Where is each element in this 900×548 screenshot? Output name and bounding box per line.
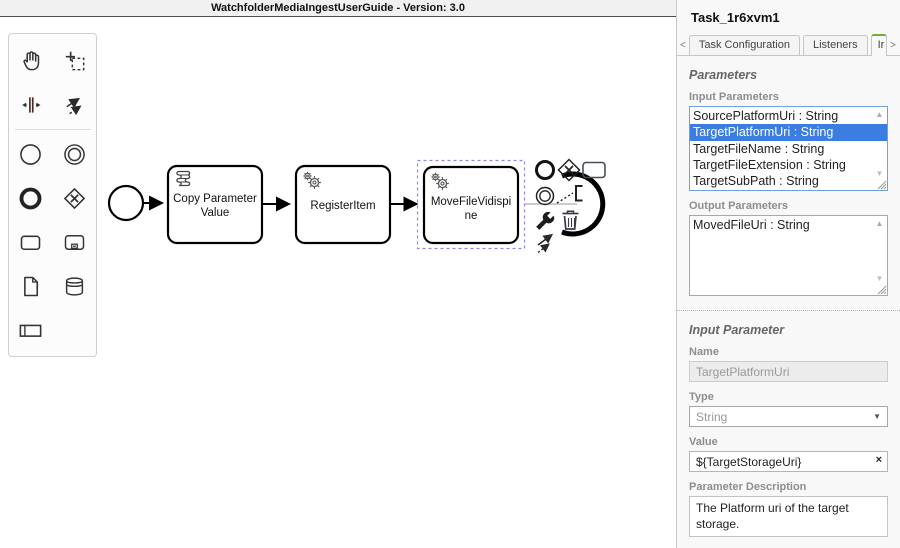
task-icon — [20, 235, 41, 250]
delete-trash-icon[interactable] — [562, 210, 579, 230]
list-item[interactable]: MovedFileUri : String — [693, 218, 810, 232]
hand-tool-icon — [22, 51, 39, 71]
scrollbar[interactable]: ▲ ▼ — [872, 216, 887, 295]
palette-hand-tool[interactable] — [9, 39, 53, 83]
subprocess-icon — [64, 234, 85, 250]
tab-task-configuration[interactable]: Task Configuration — [688, 35, 800, 55]
list-item[interactable]: TargetFileExtension : String — [693, 157, 846, 172]
selection-outline — [416, 159, 526, 250]
space-tool-icon — [21, 97, 40, 113]
global-connect-tool-icon — [65, 97, 82, 116]
task-label: MoveFileVidispi — [431, 196, 511, 208]
start-event[interactable] — [107, 184, 145, 222]
palette-create-data-store[interactable] — [53, 264, 97, 308]
list-item[interactable]: TargetSubPath : String — [693, 174, 819, 189]
section-divider — [677, 310, 900, 311]
palette-create-task[interactable] — [9, 220, 53, 264]
element-id-title: Task_1r6xvm1 — [691, 10, 780, 25]
scroll-up-icon[interactable]: ▲ — [875, 110, 884, 119]
parameters-heading: Parameters — [689, 68, 758, 82]
tab-scroll-left-icon[interactable]: < — [680, 40, 686, 51]
dropdown-caret-icon: ▼ — [873, 412, 881, 421]
tab-bar: < Task Configuration Listeners Ir > — [677, 32, 900, 56]
parameter-description-label: Parameter Description — [689, 481, 807, 493]
diagram-title: WatchfolderMediaIngestUserGuide - Versio… — [0, 0, 676, 17]
type-label: Type — [689, 391, 714, 403]
input-parameters-list[interactable]: SourcePlatformUri : String TargetPlatfor… — [689, 106, 888, 191]
append-text-annotation-icon[interactable] — [556, 185, 583, 204]
palette-create-end-event[interactable] — [9, 176, 53, 220]
input-parameter-heading: Input Parameter — [689, 323, 785, 337]
scroll-down-icon[interactable]: ▼ — [875, 169, 884, 178]
palette-create-intermediate-event[interactable] — [53, 132, 97, 176]
looping-sequence-flow[interactable] — [561, 171, 606, 237]
clear-value-icon[interactable]: × — [875, 454, 882, 466]
context-pad — [535, 158, 606, 254]
parameter-description-field[interactable]: The Platform uri of the target storage. — [689, 496, 888, 537]
palette-create-start-event[interactable] — [9, 132, 53, 176]
append-end-event-icon[interactable] — [535, 160, 555, 180]
append-intermediate-event-icon[interactable] — [535, 186, 555, 206]
scroll-down-icon[interactable]: ▼ — [875, 274, 884, 283]
value-field[interactable] — [689, 451, 888, 472]
gateway-icon — [63, 187, 86, 209]
task-copy-parameter-value[interactable]: Copy Parameter Value — [166, 164, 264, 245]
palette-create-data-object[interactable] — [9, 264, 53, 308]
list-item[interactable]: SourcePlatformUri : String — [693, 109, 839, 123]
output-parameters-label: Output Parameters — [689, 200, 789, 212]
append-task-icon[interactable] — [582, 161, 606, 179]
palette-create-participant[interactable] — [9, 308, 53, 352]
scroll-up-icon[interactable]: ▲ — [875, 219, 884, 228]
input-parameters-label: Input Parameters — [689, 91, 779, 103]
list-item[interactable]: TargetPlatformUri : String — [690, 124, 887, 141]
scrollbar[interactable]: ▲ ▼ — [872, 107, 887, 190]
end-event-icon — [19, 187, 42, 209]
data-store-icon — [65, 276, 84, 296]
lasso-tool-icon — [65, 51, 84, 71]
palette — [8, 33, 97, 357]
resize-grip-icon[interactable] — [876, 284, 887, 295]
name-label: Name — [689, 346, 719, 358]
data-object-icon — [24, 276, 39, 296]
tab-listeners[interactable]: Listeners — [802, 35, 868, 55]
task-label: ne — [465, 210, 478, 222]
connect-tool-icon[interactable] — [537, 233, 554, 254]
palette-separator — [14, 129, 91, 130]
properties-panel: Task_1r6xvm1 < Task Configuration Listen… — [676, 0, 900, 548]
list-item[interactable]: TargetFileName : String — [693, 141, 825, 156]
append-gateway-icon[interactable] — [557, 158, 581, 182]
resize-grip-icon[interactable] — [876, 179, 887, 190]
tab-scroll-right-icon[interactable]: > — [890, 40, 896, 51]
name-field — [689, 361, 888, 382]
task-label: Value — [201, 207, 230, 219]
palette-space-tool[interactable] — [9, 83, 53, 127]
output-parameters-list[interactable]: MovedFileUri : String ▲ ▼ — [689, 215, 888, 296]
intermediate-event-icon — [64, 143, 85, 165]
task-label: RegisterItem — [310, 200, 375, 212]
type-select-value: String — [696, 409, 728, 424]
palette-global-connect-tool[interactable] — [53, 83, 97, 127]
palette-create-gateway[interactable] — [53, 176, 97, 220]
palette-create-subprocess[interactable] — [53, 220, 97, 264]
value-label: Value — [689, 436, 718, 448]
participant-icon — [19, 324, 42, 337]
task-movefilevidispine[interactable]: MoveFileVidispi ne — [422, 165, 520, 245]
palette-lasso-tool[interactable] — [53, 39, 97, 83]
task-label: Copy Parameter — [173, 193, 257, 205]
start-event-icon — [20, 143, 41, 165]
task-registeritem[interactable]: RegisterItem — [294, 164, 392, 245]
bpmn-canvas[interactable]: Copy Parameter Value RegisterItem MoveFi… — [0, 0, 676, 548]
type-select[interactable]: String ▼ — [689, 406, 888, 427]
tab-input-output[interactable]: Ir — [870, 34, 888, 56]
change-type-wrench-icon[interactable] — [536, 211, 555, 230]
